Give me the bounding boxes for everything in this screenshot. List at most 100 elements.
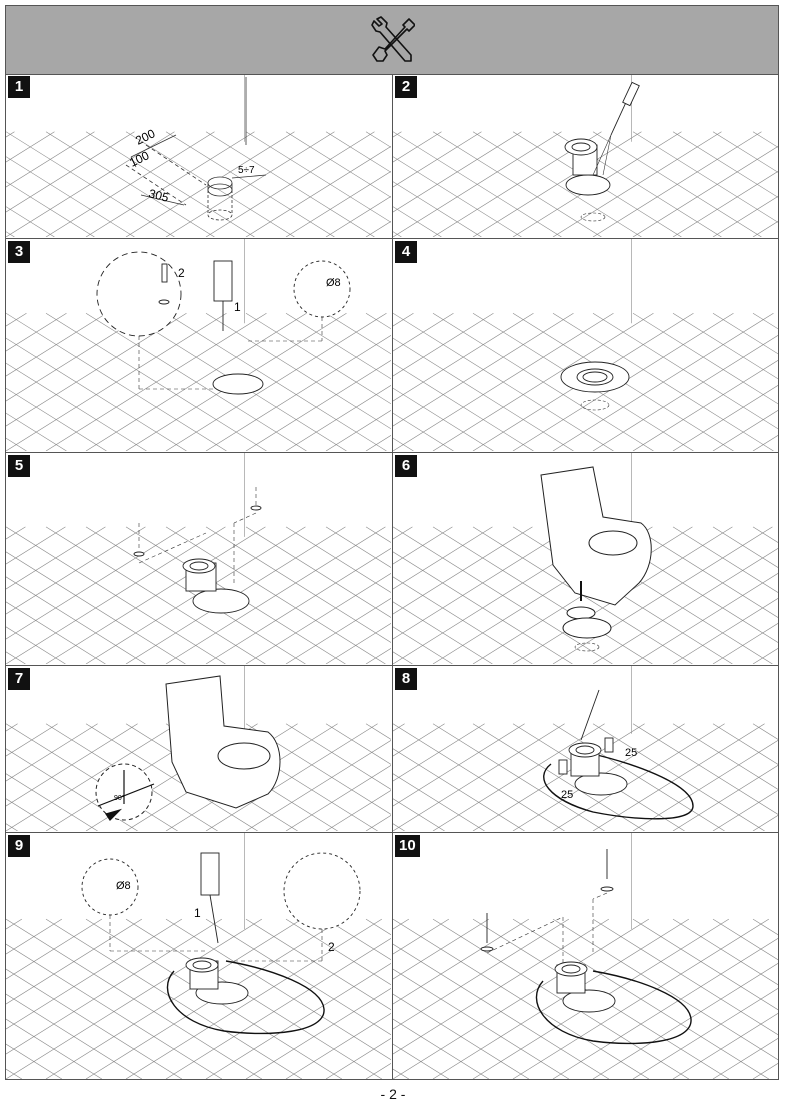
floor-grid-line — [393, 576, 533, 664]
floor-grid-line — [432, 312, 654, 451]
floor-grid-line — [672, 312, 778, 380]
floor-grid-line — [592, 963, 778, 1079]
floor-grid-line — [672, 918, 778, 986]
floor-grid-line — [672, 131, 778, 198]
floor-grid-line — [552, 312, 774, 451]
floor-grid-line — [6, 773, 98, 831]
floor-grid-line — [6, 601, 106, 664]
floor-grid-line — [285, 598, 391, 664]
floor-grid-line — [752, 526, 778, 543]
floor-grid-line — [285, 131, 391, 198]
floor-grid-line — [512, 918, 769, 1079]
floor-grid-line — [393, 156, 522, 237]
tools-header — [6, 6, 778, 75]
floor-grid-line — [6, 798, 58, 831]
angle-label: 90° — [114, 794, 125, 802]
floor-grid-line — [552, 723, 725, 831]
step-7-badge: 7 — [8, 668, 30, 690]
dimension-305: 305 — [147, 186, 170, 205]
floor-grid-line — [6, 918, 102, 980]
floor-grid-line — [393, 1043, 449, 1079]
step-10-badge: 10 — [395, 835, 420, 857]
floor-grid-line — [432, 723, 605, 831]
plug-label: 2 — [328, 940, 335, 954]
floor-grid-line — [632, 526, 778, 618]
instruction-sheet: 1 2 3 4 5 6 7 8 9 10 200 100 305 5÷7 — [5, 5, 779, 1080]
floor-grid-line — [393, 387, 494, 451]
plug-label: 2 — [178, 266, 185, 280]
floor-grid-line — [205, 526, 391, 643]
floor-grid-line — [365, 526, 391, 543]
floor-grid-line — [712, 196, 778, 237]
floor-grid-line — [165, 131, 335, 237]
floor-grid-line — [6, 993, 142, 1079]
floor-grid-line — [393, 131, 442, 163]
floor-grid-line — [6, 526, 26, 540]
floor-grid-line — [393, 773, 485, 831]
floor-grid-line — [552, 918, 778, 1061]
floor-grid-line — [85, 723, 258, 831]
step-10-illustration — [393, 833, 778, 1079]
floor-grid-line — [245, 526, 391, 618]
floor-grid-line — [325, 526, 391, 568]
floor-grid-line — [6, 526, 226, 664]
floor-grid-line — [712, 410, 778, 451]
dimension-5-7: 5÷7 — [238, 165, 255, 176]
floor-grid-line — [6, 131, 135, 213]
floor-grid-line — [325, 623, 391, 664]
step-5-badge: 5 — [8, 455, 30, 477]
step-2-illustration — [393, 75, 778, 237]
step-6-illustration — [393, 453, 778, 664]
drill-label: 1 — [194, 906, 201, 920]
floor-grid-line — [6, 387, 107, 451]
floor-grid-line — [712, 723, 778, 765]
floor-grid-line — [365, 918, 391, 936]
floor-grid-line — [6, 362, 147, 451]
floor-grid-line — [6, 968, 182, 1079]
floor-grid-line — [245, 988, 391, 1079]
step-3-illustration: 2 1 Ø8 — [6, 239, 391, 451]
panel-divider — [6, 665, 778, 666]
floor-grid-line — [365, 815, 391, 831]
floor-grid-line — [752, 918, 778, 936]
floor-grid-line — [752, 723, 778, 740]
floor-grid-line — [752, 815, 778, 831]
floor-grid-line — [592, 723, 765, 831]
floor-grid-line — [325, 312, 391, 355]
floor-grid-line — [672, 765, 778, 831]
step-5-illustration — [6, 453, 391, 664]
step-3-badge: 3 — [8, 241, 30, 263]
floor-grid-line — [432, 131, 602, 237]
floor-grid-line — [165, 526, 386, 664]
floor-grid-line — [6, 181, 95, 237]
floor-grid-line — [6, 437, 27, 451]
floor-grid-line — [365, 435, 391, 451]
floor-grid-line — [285, 723, 391, 790]
floor-grid-line — [393, 526, 493, 590]
floor-grid-line — [6, 918, 62, 955]
floor-grid-line — [393, 131, 522, 213]
floor-grid-line — [6, 1043, 62, 1079]
step-6-badge: 6 — [395, 455, 417, 477]
floor-grid-line — [393, 526, 413, 540]
floor-grid-line — [632, 360, 778, 451]
floor-grid-line — [6, 156, 135, 237]
step-4-illustration — [393, 239, 778, 451]
floor-grid-line — [592, 918, 778, 1036]
floor-grid-line — [325, 790, 391, 831]
floor-grid-line — [6, 943, 222, 1079]
floor-grid-line — [393, 723, 445, 757]
floor-grid-line — [245, 360, 391, 451]
floor-grid-line — [393, 601, 493, 664]
floor-grid-line — [245, 312, 391, 405]
floor-grid-line — [393, 362, 534, 451]
floor-grid-line — [393, 651, 413, 664]
floor-grid-line — [472, 131, 642, 237]
floor-grid-line — [6, 412, 67, 451]
floor-grid-line — [393, 943, 609, 1079]
floor-grid-line — [6, 626, 66, 664]
floor-grid-line — [285, 526, 391, 593]
floor-grid-line — [592, 312, 778, 430]
floor-grid-line — [6, 918, 262, 1079]
floor-grid-line — [393, 993, 529, 1079]
